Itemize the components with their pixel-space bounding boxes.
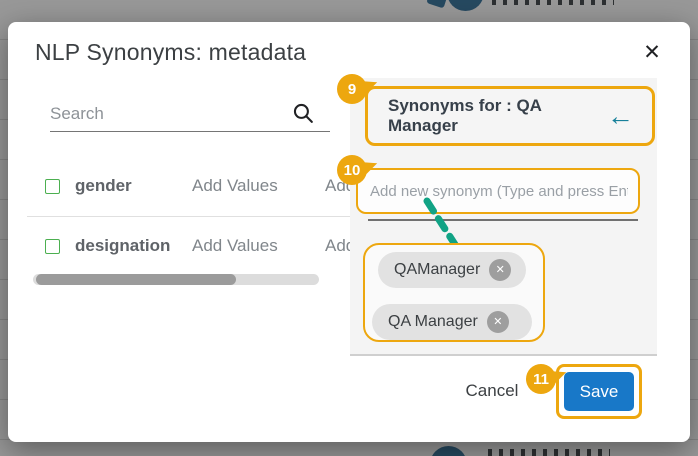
cancel-button[interactable]: Cancel [456, 377, 528, 405]
background-avatar [430, 446, 467, 456]
add-synonym-input[interactable] [358, 170, 638, 212]
horizontal-scrollbar-thumb[interactable] [36, 274, 236, 285]
search-input[interactable] [50, 96, 330, 132]
add-values-link[interactable]: Add Values [192, 236, 278, 255]
chip-label: QAManager [394, 261, 481, 278]
chip-label: QA Manager [388, 313, 478, 330]
annotation-badge-11: 11 [526, 364, 556, 394]
nlp-synonyms-dialog: NLP Synonyms: metadata ✕ gender Add Valu… [8, 22, 690, 442]
dialog-title: NLP Synonyms: metadata [35, 39, 307, 65]
metadata-row-gender: gender Add Values Add Synonyms [8, 167, 439, 207]
remove-chip-icon[interactable]: ✕ [486, 311, 509, 333]
add-values-link[interactable]: Add Values [192, 176, 278, 195]
synonym-chip: QAManager ✕ [378, 252, 526, 288]
metadata-name: gender [75, 176, 132, 195]
annotation-outline-input [356, 168, 640, 214]
metadata-name: designation [75, 236, 171, 255]
metadata-row-designation: designation Add Values Add Synonyms [8, 227, 439, 267]
clipped-background-text [492, 0, 614, 5]
checkbox-designation[interactable] [45, 239, 60, 254]
save-button[interactable]: Save [564, 372, 634, 411]
remove-chip-icon[interactable]: ✕ [489, 259, 512, 281]
search-icon [291, 101, 316, 131]
close-icon[interactable]: ✕ [635, 35, 669, 69]
checkbox-gender[interactable] [45, 179, 60, 194]
search-field-wrapper [50, 96, 330, 132]
synonym-chip: QA Manager ✕ [372, 304, 532, 340]
row-divider [27, 216, 352, 217]
input-underline [368, 219, 638, 221]
back-arrow-icon[interactable]: ← [607, 100, 634, 131]
horizontal-scrollbar-track[interactable] [33, 274, 319, 285]
background-avatar [447, 0, 484, 11]
annotation-outline-header: Synonyms for : QA Manager ← [365, 86, 655, 146]
annotation-badge-9: 9 [337, 74, 367, 104]
synonyms-for-label: Synonyms for : QA Manager [388, 96, 542, 135]
clipped-background-text [488, 449, 610, 456]
annotation-badge-10: 10 [337, 155, 367, 185]
